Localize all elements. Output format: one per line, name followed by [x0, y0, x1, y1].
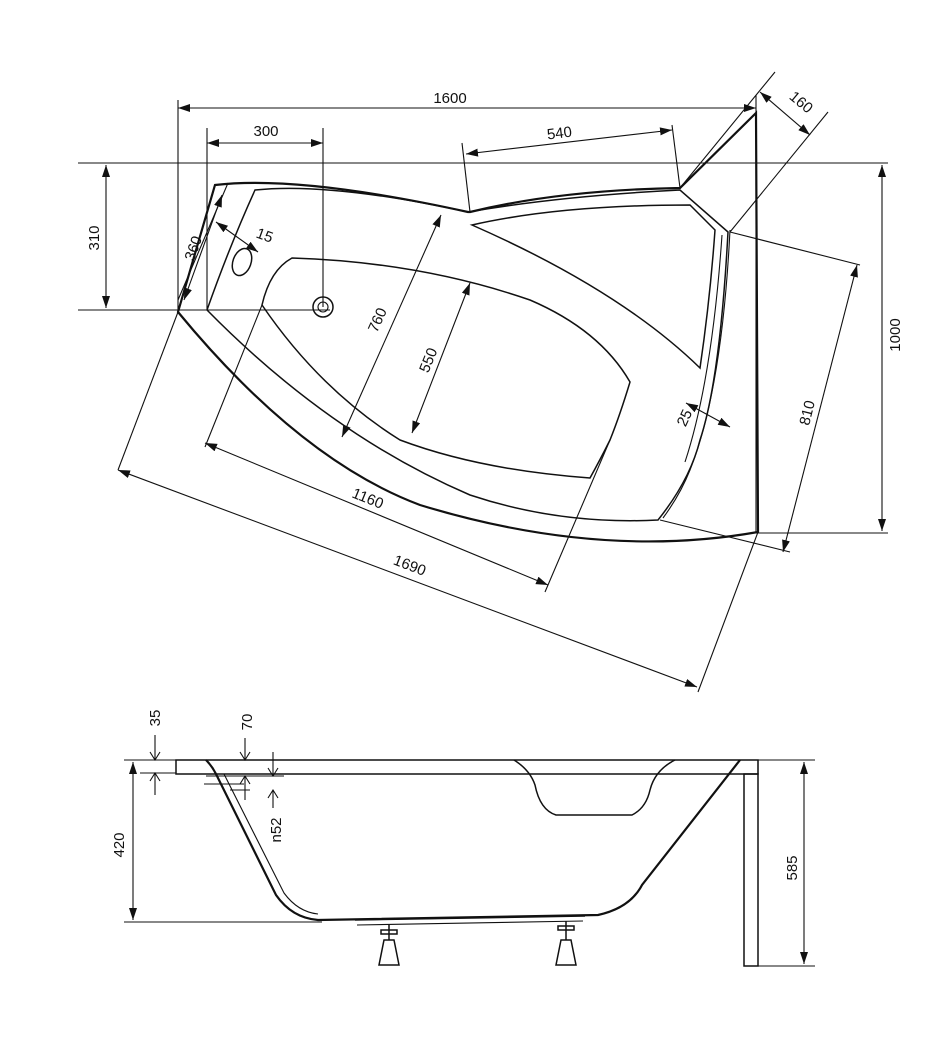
overflow-icon [231, 247, 253, 277]
dim-inner-length: 1160 [350, 485, 386, 513]
front-panel [743, 773, 759, 967]
top-view: 1600 300 310 160 540 360 15 760 550 810 … [78, 71, 904, 693]
dim-step-depth: 310 [86, 225, 103, 250]
tub-body-profile [205, 759, 741, 922]
tub-inner-rim [206, 187, 729, 522]
dim-total-height: 585 [784, 855, 801, 880]
dim-headrest-width: 540 [546, 124, 573, 144]
dim-diagonal-length: 1690 [391, 552, 428, 580]
dim-tub-depth: 420 [111, 832, 128, 857]
dim-total-length: 1600 [433, 90, 466, 107]
dim-overflow-side: 360 [182, 234, 207, 263]
dim-total-width: 1000 [887, 318, 904, 351]
leg-right [555, 921, 577, 966]
leg-left [378, 925, 400, 966]
dim-rim: 25 [674, 407, 696, 429]
dim-right-depth: 810 [796, 399, 819, 427]
seat-recess [513, 759, 676, 816]
inner-skirt-right-2 [684, 234, 723, 463]
inner-skirt-right [662, 229, 731, 519]
dim-overflow-height: 70 [239, 714, 256, 731]
dim-overflow-diameter: n52 [268, 817, 285, 842]
side-view: 35 70 n52 420 585 [111, 710, 815, 967]
dim-panel-width: 300 [253, 123, 278, 140]
dim-corner-cut: 160 [786, 88, 816, 117]
tub-outer-rim [176, 110, 760, 543]
headrest-contour [469, 204, 716, 370]
basin-floor [261, 257, 631, 479]
tub-inner-wall [223, 773, 319, 915]
dim-floor-width: 550 [416, 346, 441, 376]
dim-inner-width: 760 [365, 305, 391, 335]
dim-overflow-gap: 15 [254, 225, 275, 247]
dim-rim-thickness: 35 [147, 710, 164, 727]
